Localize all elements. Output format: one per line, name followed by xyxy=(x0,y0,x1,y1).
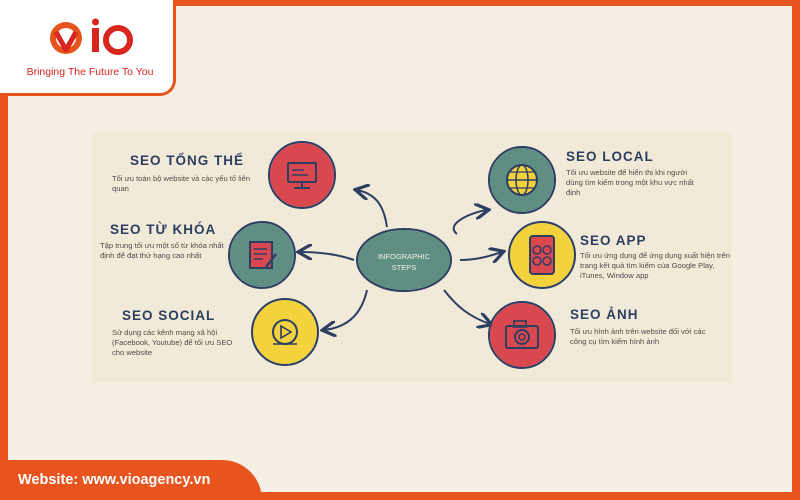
item-title-anh: SEO ẢNH xyxy=(570,307,639,322)
item-desc-anh: Tối ưu hình ảnh trên website đối với các… xyxy=(570,327,706,346)
item-title-tu-khoa: SEO TỪ KHÓA xyxy=(110,222,217,237)
logo-box: Bringing The Future To You xyxy=(0,0,176,96)
infographic-canvas: INFOGRAPHIC STEPS SEO TỔNG THỂ Tối ưu to… xyxy=(92,132,732,382)
node-anh xyxy=(488,301,556,369)
footer-website[interactable]: Website: www.vioagency.vn xyxy=(18,472,211,488)
connector-local xyxy=(452,210,487,235)
connector-anh xyxy=(443,289,490,324)
logo-tagline: Bringing The Future To You xyxy=(26,66,154,78)
document-edit-icon xyxy=(249,241,277,269)
item-desc-social: Sử dụng các kênh mạng xã hội (Facebook, … xyxy=(112,328,233,357)
item-desc-app: Tối ưu ứng dụng để ứng dụng xuất hiện tr… xyxy=(580,251,730,280)
item-title-tong-the: SEO TỔNG THỂ xyxy=(130,153,245,168)
item-desc-tu-khoa: Tập trung tối ưu một số từ khóa nhất địn… xyxy=(100,241,224,260)
node-social xyxy=(251,298,319,366)
connector-social xyxy=(324,289,368,330)
node-app xyxy=(508,221,576,289)
center-node xyxy=(356,228,452,292)
video-play-icon xyxy=(272,319,298,345)
node-local xyxy=(488,146,556,214)
item-desc-local: Tối ưu website để hiển thị khi người dùn… xyxy=(566,168,694,197)
footer-banner: Website: www.vioagency.vn xyxy=(0,460,262,500)
item-title-social: SEO SOCIAL xyxy=(122,308,216,323)
connector-tong-the xyxy=(357,190,388,228)
vio-logo xyxy=(50,18,133,55)
node-tong-the xyxy=(268,141,336,209)
center-label-line2: STEPS xyxy=(392,263,417,272)
connector-app xyxy=(459,252,502,260)
connector-tu-khoa xyxy=(300,252,355,261)
item-title-local: SEO LOCAL xyxy=(566,149,654,164)
camera-icon xyxy=(505,320,539,349)
item-desc-tong-the: Tối ưu toàn bộ website và các yếu tố liê… xyxy=(112,174,251,193)
infographic-diagram: INFOGRAPHIC STEPS xyxy=(228,141,576,369)
monitor-icon xyxy=(287,162,317,189)
mobile-app-icon xyxy=(529,235,555,275)
item-title-app: SEO APP xyxy=(580,233,647,248)
globe-icon xyxy=(506,164,538,196)
node-tu-khoa xyxy=(228,221,296,289)
center-label-line1: INFOGRAPHIC xyxy=(378,252,431,261)
